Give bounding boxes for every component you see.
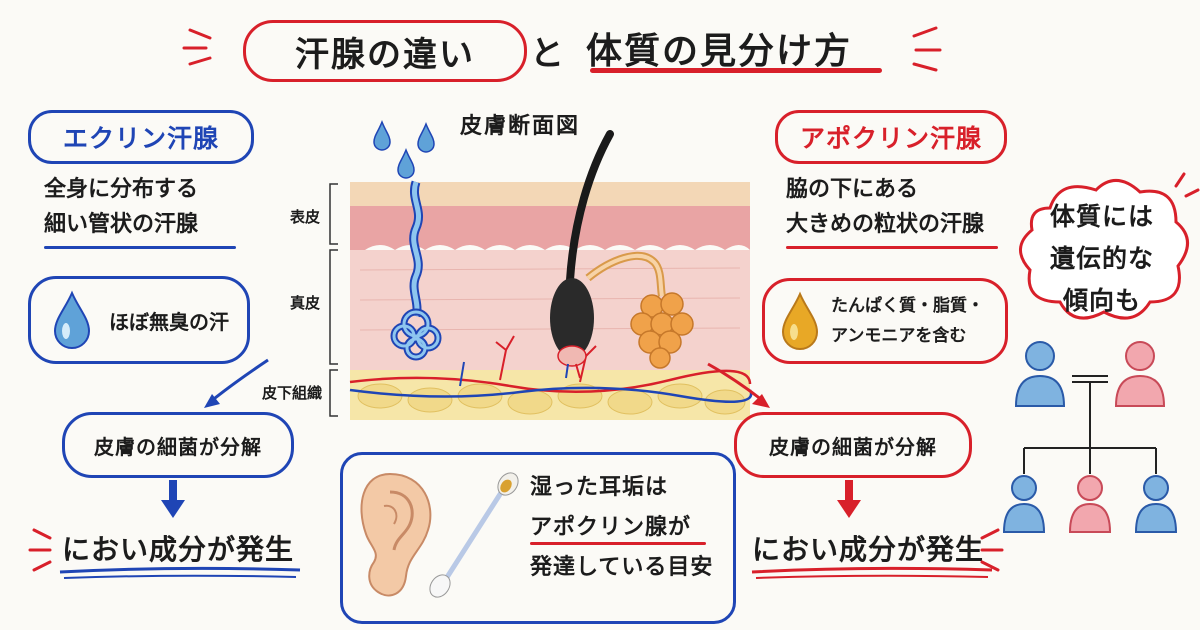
title-connector: と <box>530 34 564 74</box>
eccrine-bacteria-bubble: 皮膚の細菌が分解 <box>62 412 294 478</box>
oil-drop-icon <box>781 291 819 350</box>
eccrine-desc-line1: 全身に分布する <box>44 177 199 202</box>
apocrine-result-underline <box>751 566 993 579</box>
title-secondary: 体質の見分け方 <box>586 31 853 72</box>
eccrine-desc-underline <box>44 246 236 249</box>
earwax-text: 湿った耳垢は アポクリン腺が 発達している目安 <box>530 468 713 588</box>
title-primary: 汗腺の違い <box>243 20 527 82</box>
earwax-line1: 湿った耳垢は <box>530 475 669 500</box>
eccrine-odor-box: ほぼ無臭の汗 <box>28 276 250 364</box>
eccrine-odor-label: ほぼ無臭の汗 <box>109 309 229 334</box>
eccrine-heading: エクリン汗腺 <box>28 110 254 164</box>
mother-person-icon <box>1114 341 1166 407</box>
diagram-title: 皮膚断面図 <box>460 114 581 139</box>
eccrine-description: 全身に分布する 細い管状の汗腺 <box>44 172 198 242</box>
father-person-icon <box>1014 341 1066 407</box>
skin-cross-section <box>329 119 753 420</box>
apocrine-result-accent <box>980 528 1004 572</box>
earwax-line2: アポクリン腺が <box>530 515 692 540</box>
apocrine-desc-line2: 大きめの粒状の汗腺 <box>786 212 985 237</box>
layer-label-dermis: 真皮 <box>290 294 321 312</box>
apocrine-desc-underline <box>786 246 998 249</box>
apocrine-description: 脇の下にある 大きめの粒状の汗腺 <box>786 172 984 242</box>
apocrine-odor-box: たんぱく質・脂質・ アンモニアを含む <box>762 278 1008 364</box>
eccrine-result-underline <box>59 566 301 579</box>
child-person-icon-3 <box>1134 475 1178 533</box>
layer-label-epidermis: 表皮 <box>290 208 321 226</box>
ear-icon <box>360 472 432 597</box>
apocrine-result: におい成分が発生 <box>752 533 985 566</box>
apocrine-heading: アポクリン汗腺 <box>775 110 1007 164</box>
child-person-icon-2 <box>1068 475 1112 533</box>
eccrine-desc-line2: 細い管状の汗腺 <box>44 212 199 237</box>
eccrine-result-accent <box>28 528 52 572</box>
family-tree-diagram <box>1002 341 1178 533</box>
heredity-line2: 遺伝的な <box>1049 244 1154 273</box>
layer-label-subcutaneous: 皮下組織 <box>262 384 323 402</box>
eccrine-curved-arrow <box>204 358 269 408</box>
apocrine-down-arrow <box>837 480 861 518</box>
apocrine-odor-line2: アンモニアを含む <box>831 326 967 346</box>
title-underline <box>590 68 882 73</box>
apocrine-odor-line1: たんぱく質・脂質・ <box>831 296 984 316</box>
apocrine-desc-line1: 脇の下にある <box>786 177 919 202</box>
eccrine-down-arrow <box>161 480 185 518</box>
earwax-underline <box>530 542 706 545</box>
apocrine-curved-arrow <box>707 362 770 408</box>
title-accent-marks <box>182 26 942 72</box>
heredity-line3: 傾向も <box>1062 286 1141 315</box>
heredity-text: 体質には 遺伝的な 傾向も <box>1046 196 1158 322</box>
cotton-swab-icon <box>429 472 519 598</box>
earwax-box <box>340 452 736 624</box>
water-drop-icon <box>53 290 91 349</box>
apocrine-odor-text: たんぱく質・脂質・ アンモニアを含む <box>831 291 984 351</box>
eccrine-result: におい成分が発生 <box>62 533 295 566</box>
earwax-line3: 発達している目安 <box>530 555 714 580</box>
sweat-droplets-icon <box>373 119 435 179</box>
apocrine-bacteria-bubble: 皮膚の細菌が分解 <box>734 412 972 478</box>
heredity-cloud-bubble <box>1019 172 1200 320</box>
child-person-icon-1 <box>1002 475 1046 533</box>
heredity-line1: 体質には <box>1049 202 1154 231</box>
